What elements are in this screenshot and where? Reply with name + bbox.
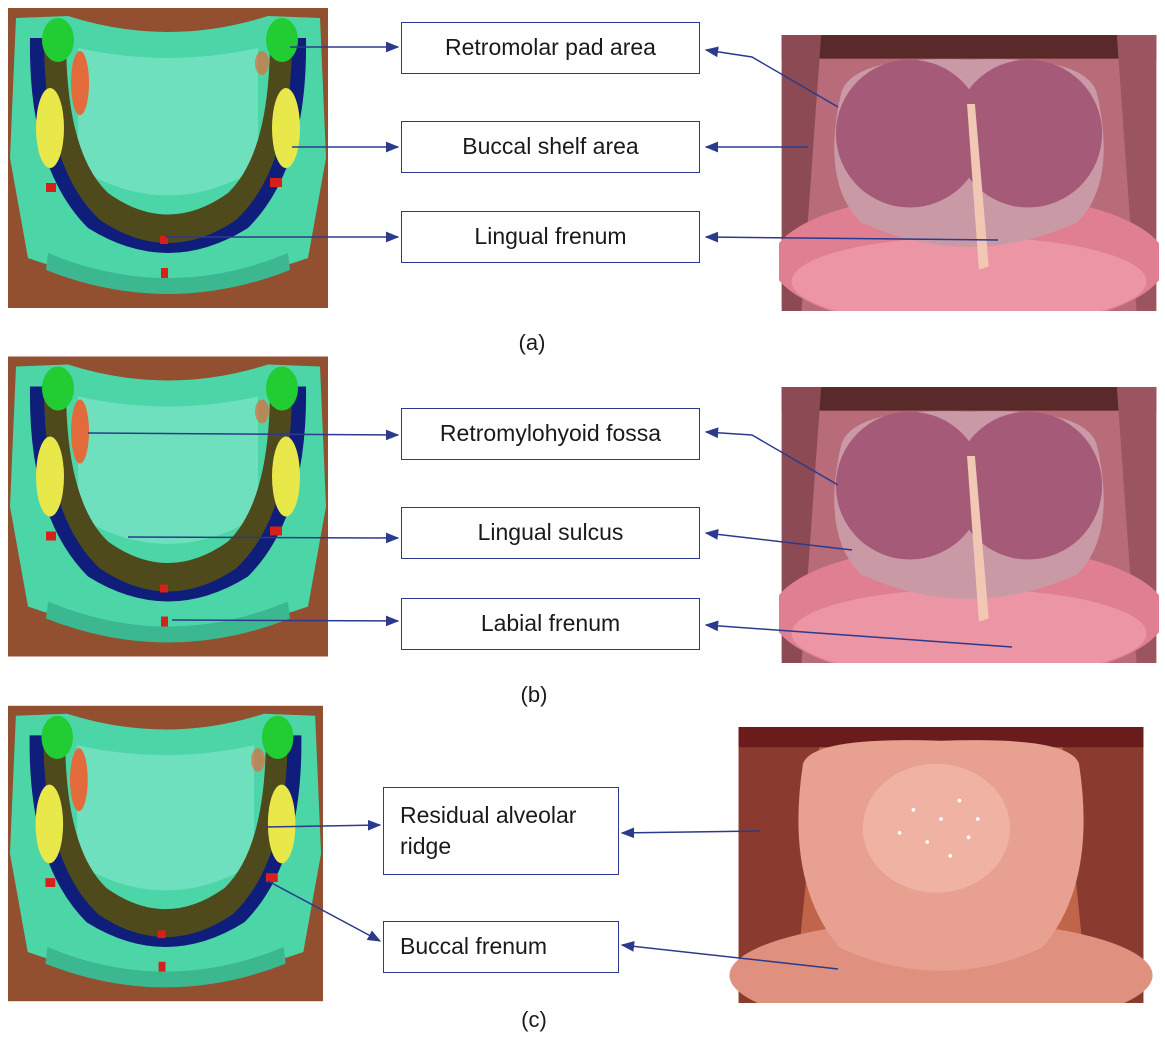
arrow-retromylohyoid-fossa-model [88, 433, 398, 435]
panel-b: Retromylohyoid fossa Lingual sulcus Labi… [0, 355, 1165, 715]
arrow-retromylohyoid-fossa-photo [706, 432, 838, 485]
panel-c: Residual alveolar ridge Buccal frenum (c… [0, 705, 1165, 1044]
label-labial-frenum: Labial frenum [401, 598, 700, 650]
arrow-buccal-frenum-photo [622, 945, 838, 969]
arrow-labial-frenum-model [172, 620, 398, 621]
arrow-lingual-sulcus-model [128, 537, 398, 538]
label-buccal-frenum: Buccal frenum [383, 921, 619, 973]
label-retromolar-pad-area: Retromolar pad area [401, 22, 700, 74]
panel-a: Retromolar pad area Buccal shelf area Li… [0, 0, 1165, 360]
arrow-lingual-sulcus-photo [706, 533, 852, 550]
label-lingual-frenum: Lingual frenum [401, 211, 700, 263]
label-buccal-shelf-area: Buccal shelf area [401, 121, 700, 173]
panel-caption-a: (a) [502, 330, 562, 356]
label-retromylohyoid-fossa: Retromylohyoid fossa [401, 408, 700, 460]
label-residual-alveolar-ridge: Residual alveolar ridge [383, 787, 619, 875]
arrow-buccal-frenum-model [268, 881, 380, 941]
arrow-retromolar-pad-photo [706, 50, 838, 107]
panel-caption-c: (c) [504, 1007, 564, 1033]
arrow-labial-frenum-photo [706, 625, 1012, 647]
arrow-lingual-frenum-photo [706, 237, 998, 240]
arrow-residual-alveolar-ridge-model [266, 825, 380, 827]
label-lingual-sulcus: Lingual sulcus [401, 507, 700, 559]
arrow-residual-alveolar-ridge-photo [622, 831, 760, 833]
